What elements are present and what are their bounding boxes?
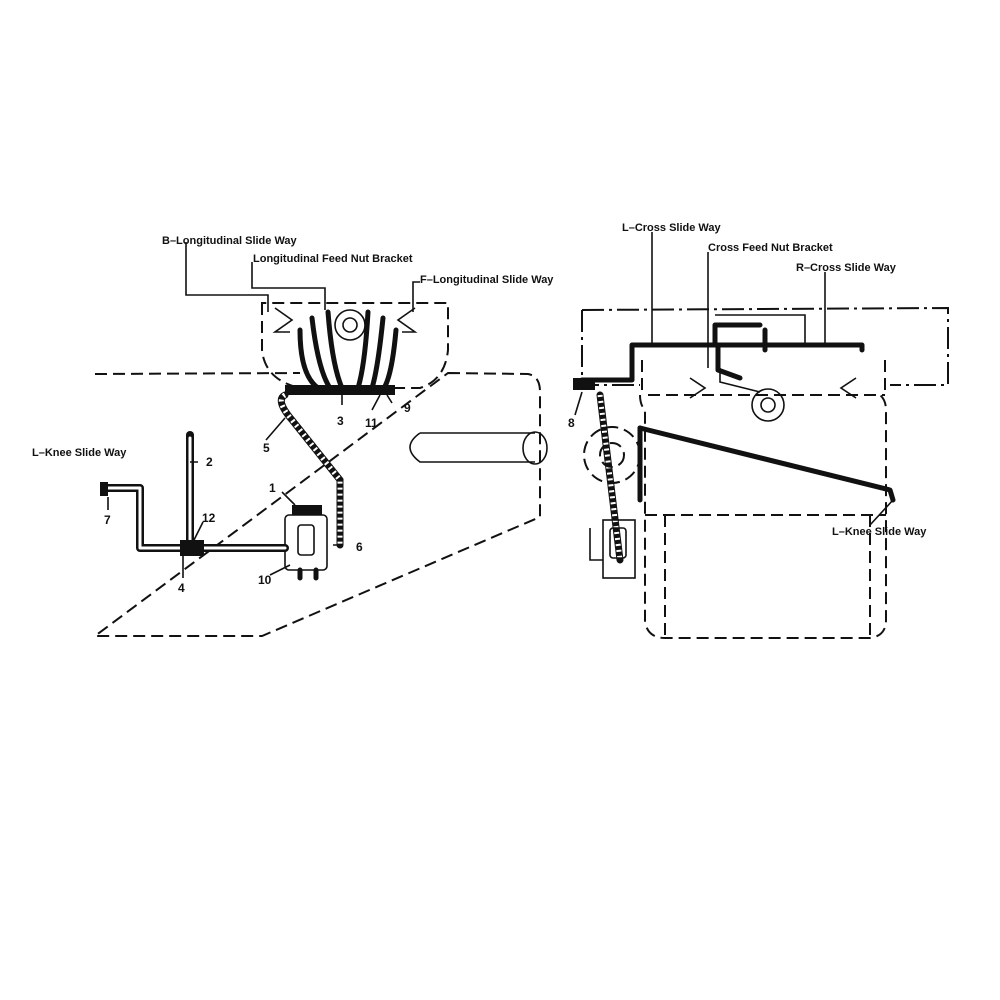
knee-inner-lines bbox=[645, 514, 886, 638]
pump-body bbox=[284, 514, 328, 571]
right-view bbox=[573, 232, 949, 639]
callout-5: 5 bbox=[263, 441, 270, 455]
tee-fitting bbox=[180, 540, 204, 556]
pulley-dashed-inner bbox=[599, 442, 625, 468]
leader-feed-nut bbox=[251, 262, 326, 310]
feed-nut bbox=[334, 309, 366, 341]
label-knee-right: L–Knee Slide Way bbox=[832, 526, 927, 538]
distribution-manifold bbox=[285, 385, 395, 395]
callout-6: 6 bbox=[356, 540, 363, 554]
pump-window bbox=[297, 524, 315, 556]
leader-f bbox=[412, 281, 420, 312]
hose-right-texture bbox=[597, 394, 623, 561]
pump-leg bbox=[297, 567, 319, 581]
knee-lube-line bbox=[102, 484, 289, 552]
dovetail-right bbox=[396, 307, 418, 333]
label-cross-feed-nut: Cross Feed Nut Bracket bbox=[708, 242, 833, 254]
knee-body-outline bbox=[91, 371, 541, 637]
leader-8 bbox=[574, 391, 583, 416]
left-view bbox=[91, 242, 548, 637]
fitting-7 bbox=[100, 482, 108, 496]
cross-lube-line bbox=[579, 322, 865, 383]
saddle-outline-right bbox=[641, 360, 886, 396]
feed-nut-inner bbox=[342, 317, 358, 333]
pump-right-window bbox=[609, 527, 627, 559]
dovetails-right bbox=[689, 377, 857, 399]
table-cylinder bbox=[409, 432, 535, 463]
cross-lube-branch bbox=[715, 327, 768, 381]
pump-cap bbox=[292, 505, 322, 515]
leader-b bbox=[185, 242, 269, 312]
callout-3: 3 bbox=[337, 414, 344, 428]
cross-feed-nut-inner bbox=[760, 397, 776, 413]
callout-12: 12 bbox=[202, 511, 216, 525]
callout-4: 4 bbox=[178, 581, 185, 595]
knee-body-right bbox=[639, 394, 887, 639]
callout-2: 2 bbox=[206, 455, 213, 469]
knee-lube-line-inner bbox=[104, 486, 287, 550]
callout-7: 7 bbox=[104, 513, 111, 527]
saddle-lube-lines bbox=[297, 309, 399, 391]
label-f-longitudinal: F–Longitudinal Slide Way bbox=[420, 274, 554, 286]
pump-right-handle bbox=[589, 528, 603, 561]
saddle-outline bbox=[261, 302, 449, 389]
callout-10: 10 bbox=[258, 573, 272, 587]
fitting-8 bbox=[573, 378, 595, 390]
table-cylinder-end bbox=[522, 431, 548, 465]
dovetail-left bbox=[272, 307, 294, 333]
label-r-cross-slide: R–Cross Slide Way bbox=[796, 262, 897, 274]
callout-8: 8 bbox=[568, 416, 575, 430]
callout-11: 11 bbox=[365, 416, 378, 430]
knee-lube-line-right bbox=[637, 425, 896, 503]
label-feed-nut-bracket: Longitudinal Feed Nut Bracket bbox=[253, 253, 413, 265]
label-knee-left: L–Knee Slide Way bbox=[32, 447, 127, 459]
callout-9: 9 bbox=[404, 401, 411, 415]
hose-5 bbox=[277, 391, 344, 549]
label-b-longitudinal: B–Longitudinal Slide Way bbox=[162, 235, 298, 247]
pump-right-body bbox=[602, 519, 636, 579]
leader-knee-right bbox=[869, 499, 894, 526]
cross-feed-nut bbox=[751, 388, 785, 422]
label-l-cross-slide: L–Cross Slide Way bbox=[622, 222, 722, 234]
callout-leaders bbox=[107, 394, 393, 578]
callout-1: 1 bbox=[269, 481, 276, 495]
